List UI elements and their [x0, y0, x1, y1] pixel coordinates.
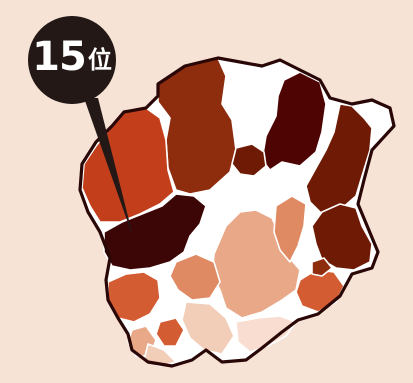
rank-badge [28, 16, 132, 235]
region-south-pale-2 [235, 315, 297, 353]
region-north-west-1 [157, 57, 237, 195]
region-east-mid [311, 203, 373, 271]
region-south-small-1 [155, 317, 185, 347]
region-south-central-west [169, 253, 221, 301]
region-east-small [311, 257, 333, 277]
region-north-small [231, 143, 267, 177]
rank-badge-pointer [84, 98, 132, 235]
region-north-center [261, 71, 327, 171]
rank-badge-circle [28, 16, 116, 104]
region-central-east [273, 195, 307, 263]
prefecture-outline [78, 56, 396, 368]
region-highlight [103, 193, 207, 271]
region-south-pale-1 [181, 301, 235, 355]
